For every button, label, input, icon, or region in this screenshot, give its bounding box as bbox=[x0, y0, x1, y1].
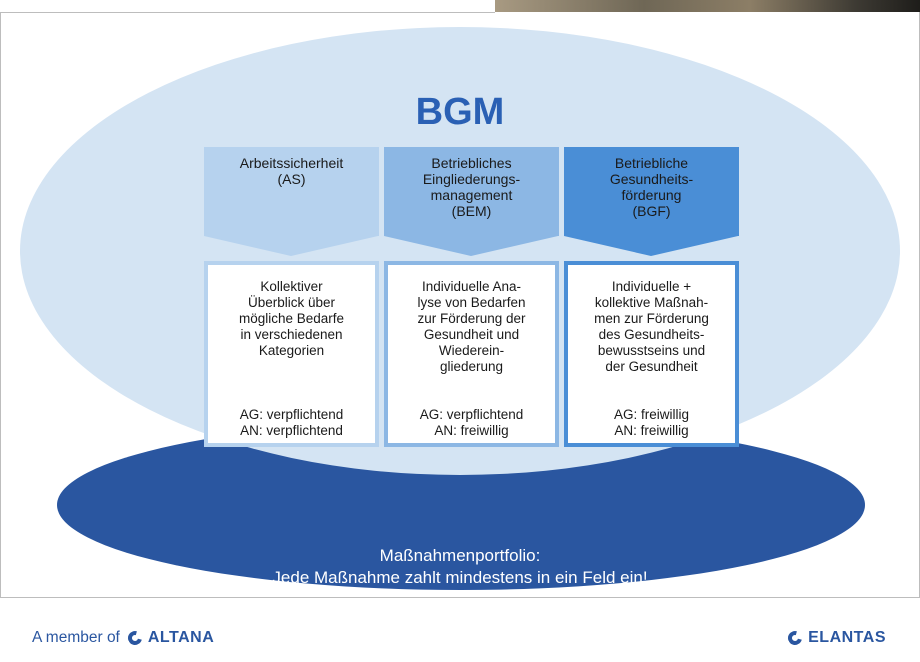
elantas-logo: ELANTAS bbox=[785, 626, 886, 650]
description-line: mögliche Bedarfe bbox=[238, 311, 345, 326]
column-arrow bbox=[204, 236, 378, 256]
column-description: Individuelle + kollektive Maßnah- men zu… bbox=[572, 279, 731, 375]
portfolio-caption: Maßnahmenportfolio: Jede Maßnahme zahlt … bbox=[157, 545, 763, 589]
altana-brand: ALTANA bbox=[147, 629, 215, 646]
description-line: in verschiedenen bbox=[240, 327, 343, 342]
column-heading: Betriebliches Eingliederungs- management… bbox=[384, 147, 559, 236]
column-bgf: Betriebliche Gesundheits- förderung (BGF… bbox=[564, 147, 739, 447]
column-description: Kollektiver Überblick über mögliche Beda… bbox=[212, 279, 371, 359]
column-obligations: AG: verpflichtend AN: verpflichtend bbox=[208, 407, 375, 439]
obligation-ag: AG: freiwillig bbox=[613, 407, 689, 422]
description-line: bewusstseins und bbox=[597, 343, 706, 358]
description-line: Wiederein- bbox=[438, 343, 505, 358]
heading-line: Eingliederungs- bbox=[422, 171, 521, 187]
description-line: Individuelle Ana- bbox=[421, 279, 522, 294]
column-heading: Betriebliche Gesundheits- förderung (BGF… bbox=[564, 147, 739, 236]
heading-line: Betriebliche bbox=[614, 155, 689, 171]
column-bem: Betriebliches Eingliederungs- management… bbox=[384, 147, 559, 447]
heading-line: Betriebliches bbox=[431, 155, 512, 171]
column-as: Arbeitssicherheit (AS) Kollektiver Überb… bbox=[204, 147, 379, 447]
column-box: Individuelle Ana- lyse von Bedarfen zur … bbox=[384, 261, 559, 447]
altana-member-logo: A member of ALTANA bbox=[32, 626, 214, 650]
obligation-an: AN: verpflichtend bbox=[240, 423, 343, 438]
description-line: Kategorien bbox=[258, 343, 325, 358]
bgm-title: BGM bbox=[415, 91, 505, 133]
description-line: der Gesundheit bbox=[605, 359, 698, 374]
column-arrow bbox=[384, 236, 558, 256]
crescent-ring-icon bbox=[125, 628, 145, 648]
heading-line: (BGF) bbox=[632, 203, 671, 219]
column-description: Individuelle Ana- lyse von Bedarfen zur … bbox=[392, 279, 551, 375]
column-obligations: AG: verpflichtend AN: freiwillig bbox=[388, 407, 555, 439]
description-line: men zur Förderung bbox=[594, 311, 709, 326]
column-box: Individuelle + kollektive Maßnah- men zu… bbox=[564, 261, 739, 447]
heading-line: Gesundheits- bbox=[609, 171, 694, 187]
description-line: lyse von Bedarfen bbox=[417, 295, 526, 310]
heading-line: förderung bbox=[621, 187, 682, 203]
column-box: Kollektiver Überblick über mögliche Beda… bbox=[204, 261, 379, 447]
obligation-ag: AG: verpflichtend bbox=[239, 407, 344, 422]
column-heading: Arbeitssicherheit (AS) bbox=[204, 147, 379, 236]
description-line: Kollektiver bbox=[260, 279, 323, 294]
obligation-an: AN: freiwillig bbox=[614, 423, 689, 438]
frame-border-top bbox=[0, 12, 495, 13]
heading-line: (BEM) bbox=[451, 203, 492, 219]
description-line: Individuelle + bbox=[611, 279, 692, 294]
heading-line: (AS) bbox=[277, 171, 306, 187]
member-text: A member of bbox=[32, 629, 120, 646]
description-line: kollektive Maßnah- bbox=[594, 295, 709, 310]
column-arrow bbox=[564, 236, 738, 256]
description-line: des Gesundheits- bbox=[598, 327, 705, 342]
description-line: Gesundheit und bbox=[423, 327, 520, 342]
description-line: gliederung bbox=[439, 359, 504, 374]
description-line: Überblick über bbox=[247, 295, 336, 310]
obligation-an: AN: freiwillig bbox=[434, 423, 509, 438]
elantas-brand: ELANTAS bbox=[808, 629, 886, 646]
portfolio-line-2: Jede Maßnahme zahlt mindestens in ein Fe… bbox=[272, 568, 648, 587]
column-obligations: AG: freiwillig AN: freiwillig bbox=[568, 407, 735, 439]
header-photo-strip bbox=[495, 0, 920, 12]
frame-border-bottom bbox=[0, 597, 920, 598]
frame-border-left bbox=[0, 12, 1, 598]
crescent-ring-icon bbox=[785, 628, 805, 648]
portfolio-line-1: Maßnahmenportfolio: bbox=[379, 546, 541, 565]
obligation-ag: AG: verpflichtend bbox=[419, 407, 524, 422]
heading-line: Arbeitssicherheit bbox=[239, 155, 344, 171]
heading-line: management bbox=[430, 187, 513, 203]
description-line: zur Förderung der bbox=[417, 311, 526, 326]
